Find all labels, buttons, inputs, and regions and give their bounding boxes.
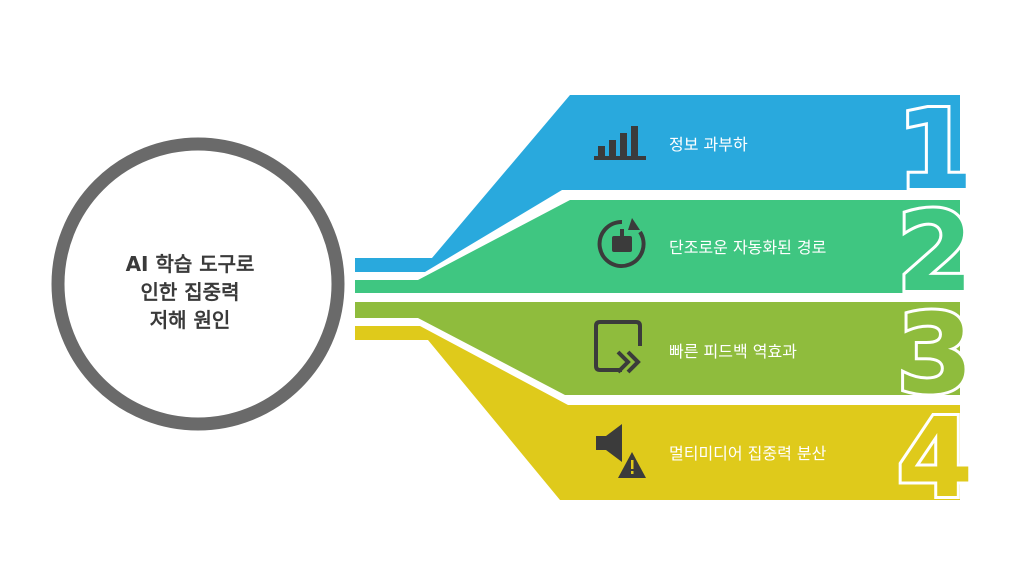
number-1: 1 <box>897 86 974 214</box>
center-ring <box>51 137 345 431</box>
refresh-robot-icon <box>597 218 646 268</box>
item-3-label: 빠른 피드백 역효과 <box>669 342 797 361</box>
item-4-label: 멀티미디어 집중력 분산 <box>669 444 827 463</box>
band-1 <box>355 95 960 272</box>
number-3: 3 <box>897 290 974 418</box>
forward-loop-icon <box>594 320 642 374</box>
band-1-shape <box>355 95 960 272</box>
band-2 <box>355 200 960 293</box>
item-2-label: 단조로운 자동화된 경로 <box>669 238 827 257</box>
number-4: 4 <box>897 394 974 522</box>
band-3-shape <box>355 302 960 395</box>
number-2: 2 <box>897 188 974 316</box>
band-4-shape <box>355 326 960 500</box>
band-2-shape <box>355 200 960 293</box>
center-title: AI 학습 도구로 인한 집중력 저해 원인 <box>125 252 255 332</box>
band-4 <box>355 326 960 500</box>
band-3 <box>355 302 960 395</box>
item-1-label: 정보 과부하 <box>669 135 748 154</box>
bar-chart-icon <box>594 126 646 160</box>
speaker-warning-icon <box>596 424 646 478</box>
